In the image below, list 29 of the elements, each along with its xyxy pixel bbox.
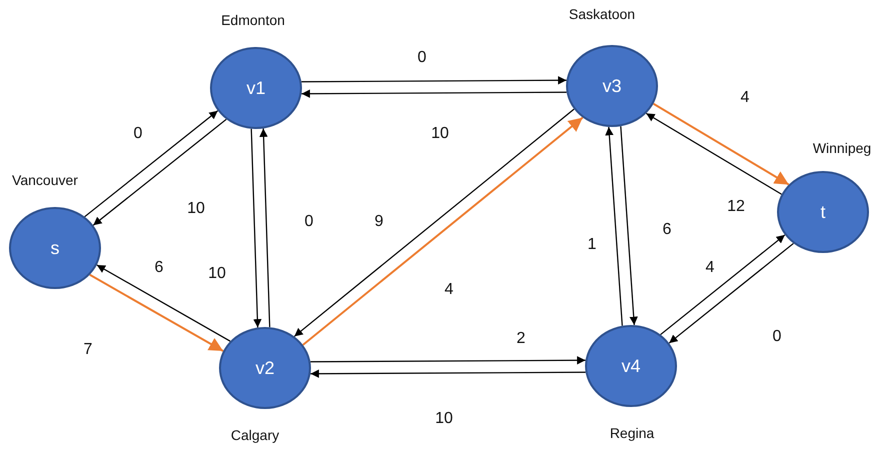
- arrow: [310, 370, 586, 378]
- node-label: s: [50, 238, 60, 258]
- arrow: [96, 264, 230, 342]
- node-label: v3: [602, 76, 622, 96]
- arrow: [259, 128, 270, 328]
- node-label: v1: [246, 78, 266, 98]
- arrow: [92, 118, 227, 226]
- arrow: [668, 242, 794, 344]
- node-circle: [566, 45, 658, 127]
- arrow: [605, 126, 623, 326]
- arrow: [620, 126, 638, 326]
- node-label: t: [820, 202, 826, 222]
- arrow: [310, 356, 586, 364]
- arrow: [302, 90, 567, 98]
- arrow: [84, 110, 218, 218]
- node-caption: Winnipeg: [812, 140, 872, 156]
- node-caption: Saskatoon: [568, 6, 636, 22]
- node-label: v2: [255, 358, 274, 378]
- node-caption: Vancouver: [12, 172, 78, 188]
- arrow: [301, 76, 566, 84]
- arrow: [660, 234, 786, 336]
- arrow: [646, 112, 782, 195]
- arrow: [89, 274, 224, 352]
- arrow: [652, 102, 790, 186]
- node-caption: Regina: [610, 425, 654, 441]
- arrow: [250, 128, 262, 328]
- node-caption: Edmonton: [221, 12, 285, 28]
- node-label: v4: [621, 356, 640, 376]
- node-caption: Calgary: [230, 427, 280, 443]
